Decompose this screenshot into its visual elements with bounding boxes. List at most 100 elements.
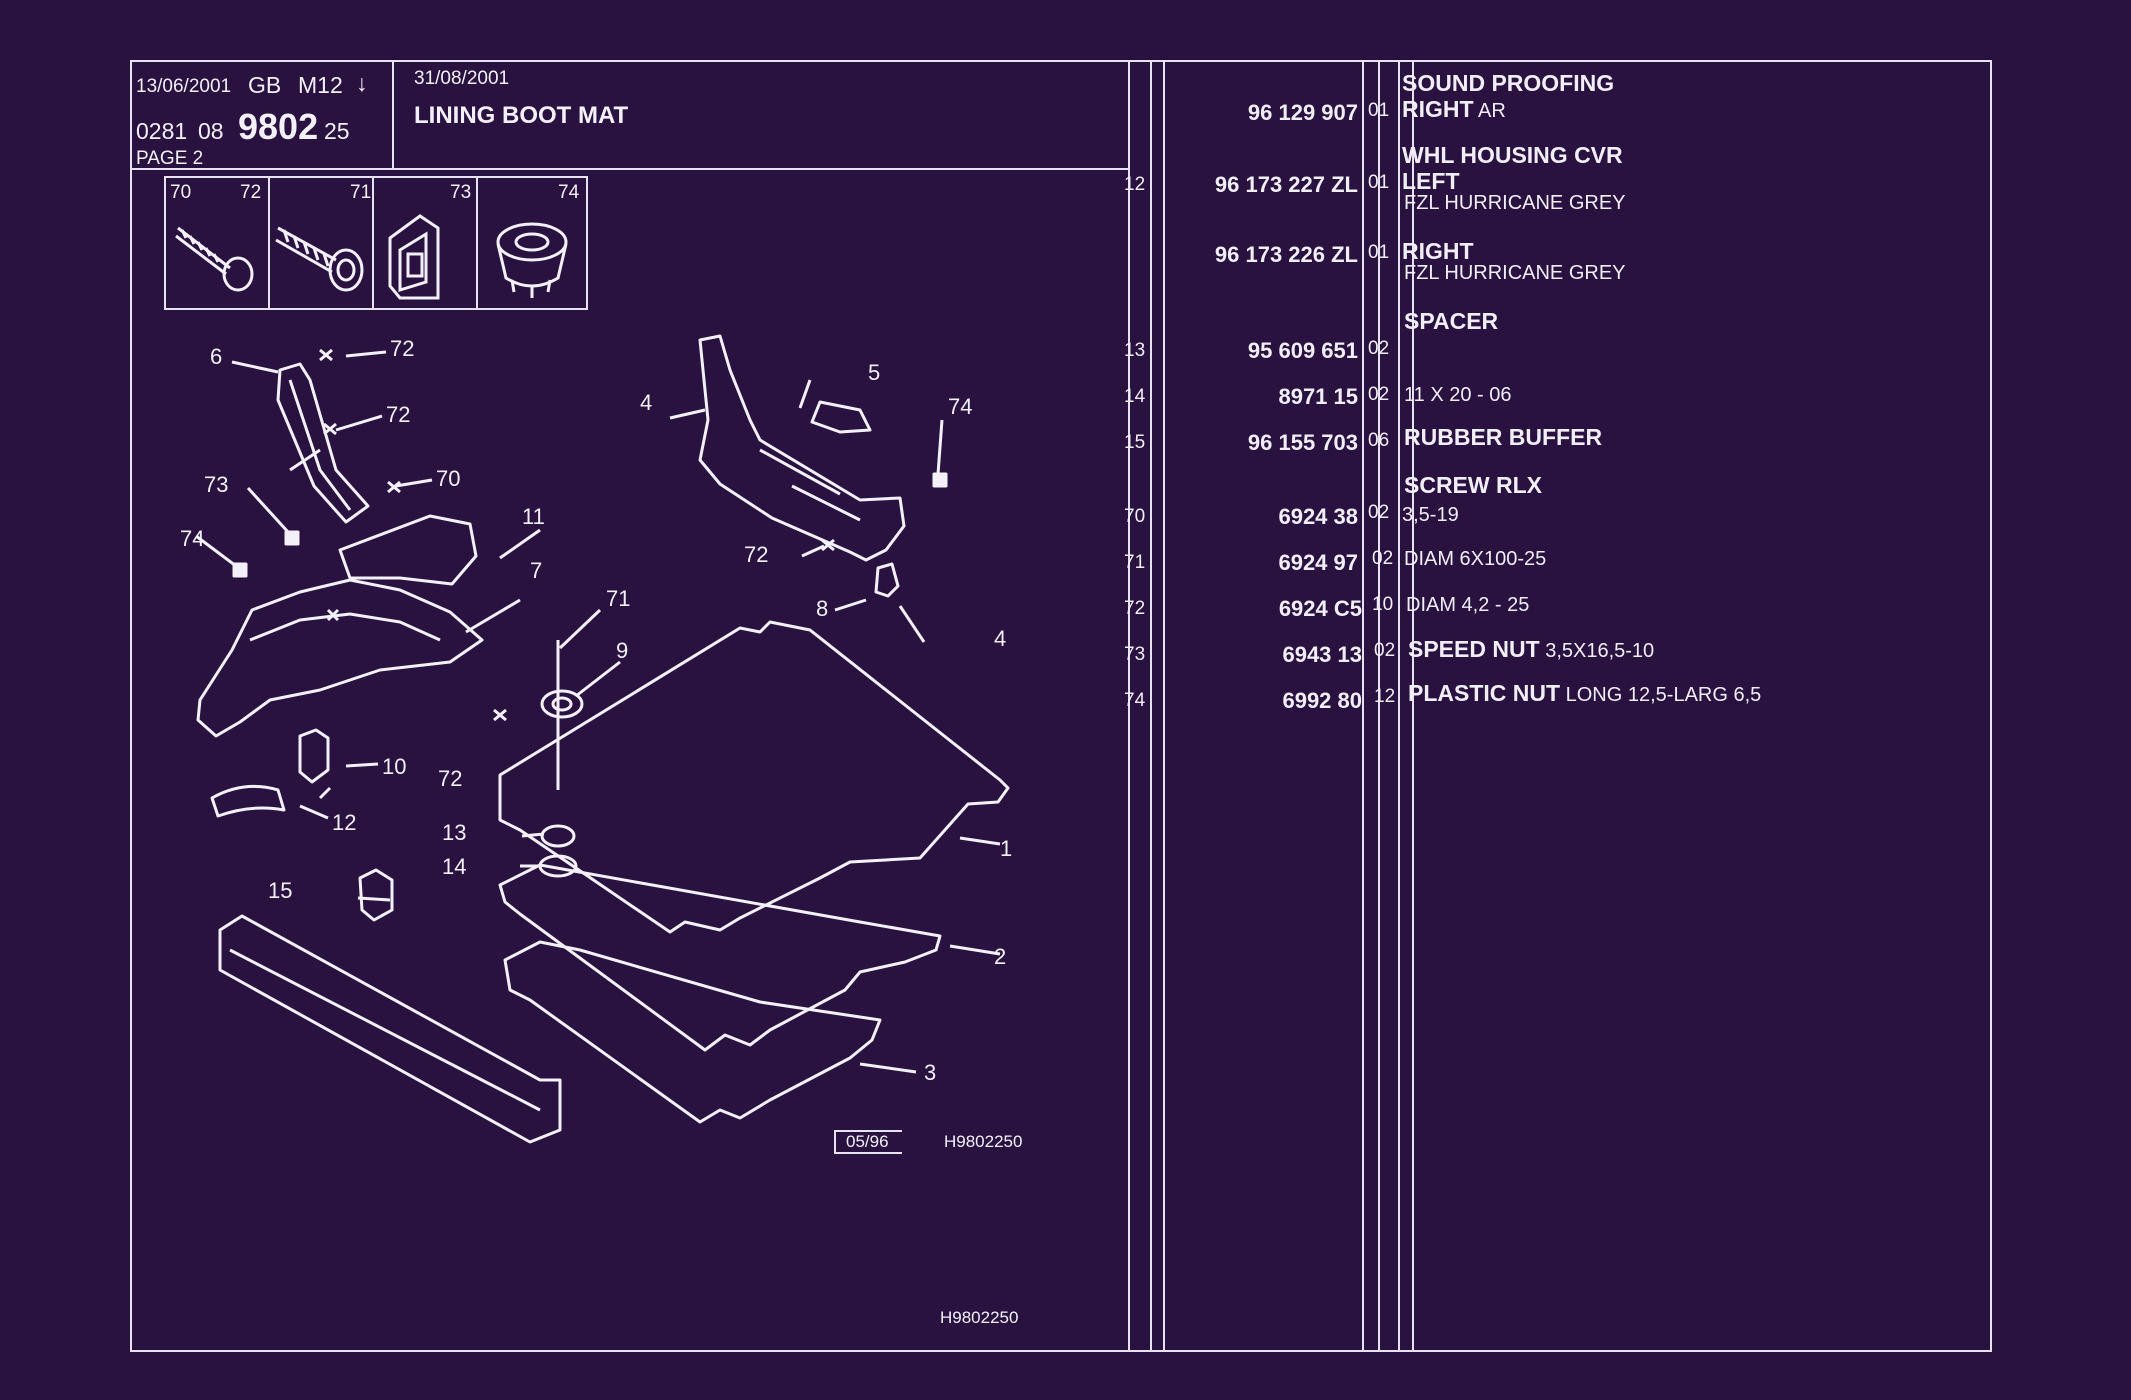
fastener-box-73: 73 [372,176,478,310]
part-ref: 6924 C5 [1278,596,1362,621]
part-detail-rest: LONG 12,5-LARG 6,5 [1560,684,1762,706]
part-detail-rest: DIAM 6X100-25 [1404,548,1547,570]
part-detail-rest: 3,5X16,5-10 [1539,640,1655,662]
callout-15: 15 [268,878,292,903]
boot-mat-3 [503,940,882,1124]
part-qty: 02 [1374,640,1396,661]
callout-5: 5 [868,360,880,385]
part-name: SCREW RLX [1404,472,1542,498]
boot-mat-2 [498,863,942,1052]
header-date: 13/06/2001 [136,76,232,97]
callout-74: 74 [180,526,204,551]
header-model: M12 [298,72,343,98]
callout-1: 1 [1000,836,1012,861]
part-qty: 01 [1368,172,1390,193]
part-name: WHL HOUSING CVR [1402,142,1623,168]
column-line [1378,60,1380,1352]
stamp-date: 05/96 [846,1132,889,1151]
wheel-housing-7 [196,578,484,738]
part-index: 74 [1124,690,1146,711]
part-qty: 10 [1372,594,1394,615]
header-code-b: 08 [198,118,224,144]
callout-3: 3 [924,1060,936,1085]
part-extra: FZL HURRICANE GREY [1404,192,1626,214]
part-qty: 01 [1368,100,1390,121]
part-ref: 6992 80 [1282,688,1362,713]
column-line [1362,60,1364,1352]
part-index: 15 [1124,432,1146,453]
part-ref: 96 129 907 [1247,100,1358,125]
part-detail: 11 X 20 - 06 [1404,380,1511,407]
washer-9 [540,689,584,719]
callout-72: 72 [744,542,768,567]
part-name: SPACER [1404,308,1499,334]
part-detail: DIAM 6X100-25 [1404,544,1546,571]
callout-74: 74 [948,394,972,419]
part-ref: 96 173 227 ZL [1214,172,1358,197]
part-ref: 6924 38 [1278,504,1358,529]
part-ref: 95 609 651 [1247,338,1358,363]
part-ref: 8971 15 [1278,384,1358,409]
part-index: 73 [1124,644,1146,665]
header-region: GB [248,72,282,98]
part-detail-bold: SPEED NUT [1408,636,1540,662]
screw-icon [175,226,254,292]
part-ref: 96 155 703 [1247,430,1358,455]
part-name: SOUND PROOFING [1402,70,1615,96]
footer-ref: H9802250 [940,1308,1019,1327]
spacer-13 [540,824,576,848]
header-divider [130,168,1130,170]
stamp-date-box: 05/96 [834,1130,902,1154]
column-line [1163,60,1165,1352]
icon-label: 74 [558,182,580,203]
part-ref: 6924 97 [1278,550,1358,575]
down-arrow-icon: ↓ [356,70,368,96]
part-ref: 96 173 226 ZL [1214,242,1358,267]
part-index: 72 [1124,598,1146,619]
part-detail-rest: 3,5-19 [1402,504,1459,526]
header-code-a: 0281 [136,118,188,144]
part-15 [358,868,394,922]
drawing-ref: H9802250 [944,1132,1023,1151]
callout-6: 6 [210,344,222,369]
part-5 [810,400,872,434]
part-detail-bold: LEFT [1402,168,1460,194]
part-index: 71 [1124,552,1146,573]
part-qty: 02 [1372,548,1394,569]
callout-72: 72 [386,402,410,427]
column-line [1412,60,1414,1352]
part-ref: 6943 13 [1282,642,1362,667]
rear-trim-4 [698,334,906,562]
part-8 [874,562,900,598]
column-line [1150,60,1152,1352]
revision-date: 31/08/2001 [414,68,510,89]
part-detail-bold: PLASTIC NUT [1408,680,1561,706]
fastener-box-74: 74 [476,176,588,310]
callout-7: 7 [530,558,542,583]
callout-4: 4 [640,390,652,415]
header-split [392,62,394,170]
callout-13: 13 [442,820,466,845]
part-detail-rest: DIAM 4,2 - 25 [1406,594,1530,616]
part-detail: RIGHT [1402,238,1474,265]
fastener-box-70-72: 70 72 [164,176,270,310]
part-qty: 02 [1368,502,1390,523]
plastic-nut-icon [496,222,568,298]
callout-12: 12 [332,810,356,835]
part-index: 12 [1124,174,1146,195]
part-detail-rest: 11 X 20 - 06 [1404,384,1512,406]
header-code-c: 25 [324,118,350,144]
part-12 [210,784,286,818]
callout-10: 10 [382,754,406,779]
part-qty: 01 [1368,242,1390,263]
pillar-trim-6 [276,362,370,524]
part-qty: 02 [1368,338,1390,359]
callout-14: 14 [442,854,466,879]
callout-73: 73 [204,472,228,497]
callout-72: 72 [390,336,414,361]
column-line [1398,60,1400,1352]
part-detail: DIAM 4,2 - 25 [1406,590,1529,617]
part-detail-rest: AR [1473,100,1506,122]
part-detail: RIGHT AR [1402,96,1506,123]
part-qty: 12 [1374,686,1396,707]
